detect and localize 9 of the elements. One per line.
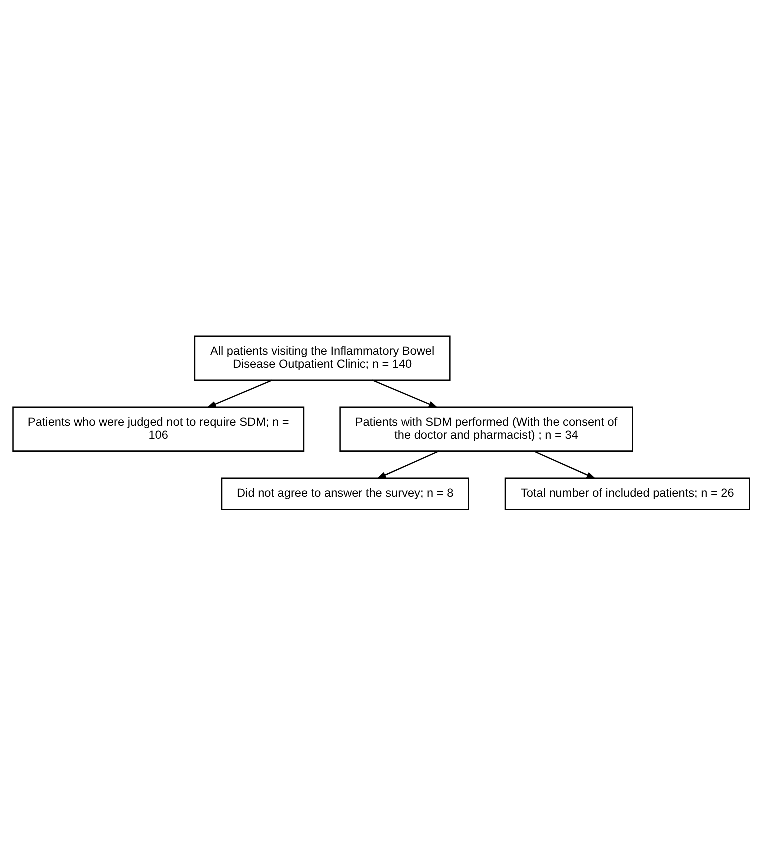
- arrow: [372, 380, 438, 408]
- arrow: [206, 380, 273, 408]
- node-box: Patients who were judged not to require SDM; n = 106: [12, 406, 305, 452]
- arrow: [534, 450, 596, 480]
- arrow: [376, 450, 440, 480]
- node-box: Did not agree to answer the survey; n = 8: [221, 478, 470, 510]
- node-box: Total number of included patients; n = 26: [504, 478, 750, 510]
- node-box: Patients with SDM performed (With the consent of the doctor and pharmacist) ; n = 34: [340, 406, 634, 452]
- node-box: All patients visiting the Inflammatory Bowel Disease Outpatient Clinic; n = 140: [194, 336, 451, 381]
